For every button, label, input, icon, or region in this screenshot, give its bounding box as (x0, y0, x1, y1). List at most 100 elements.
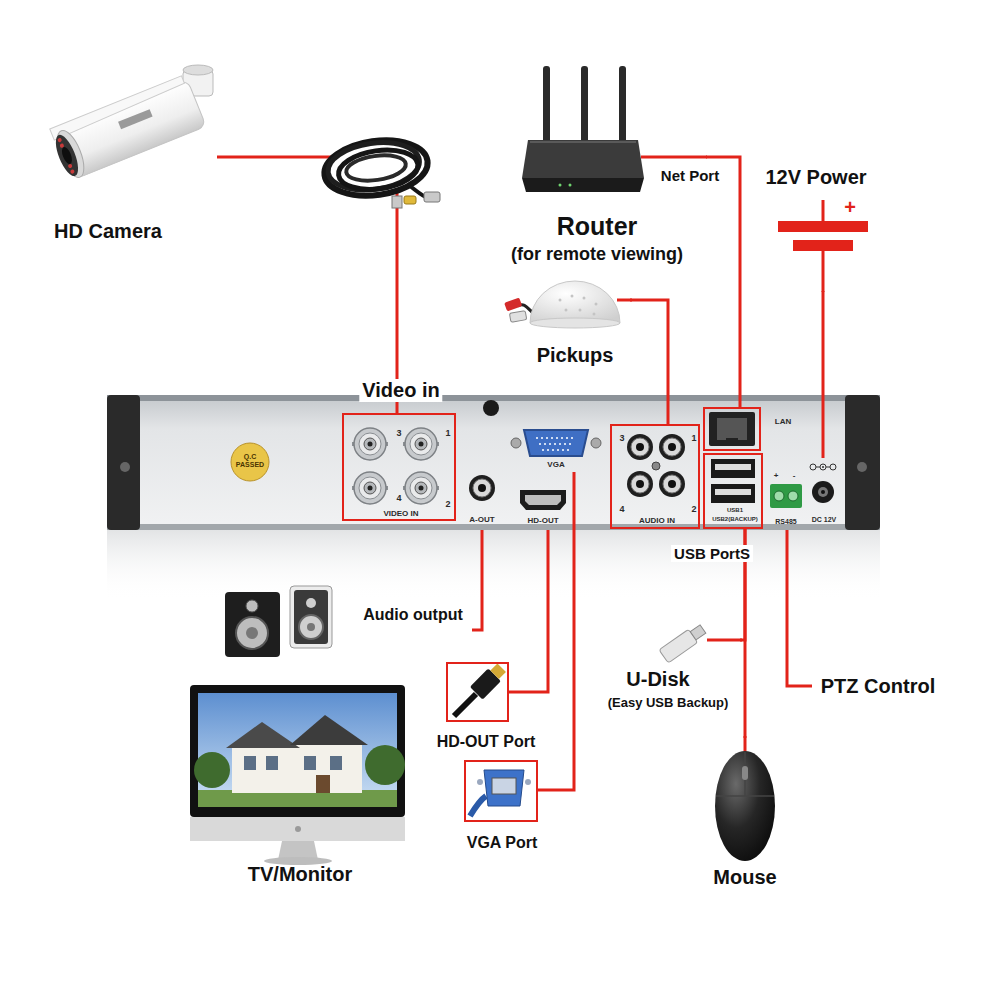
cable-line (630, 300, 668, 424)
ptz-device: PTZ Control (812, 672, 944, 702)
device-label: Pickups (537, 344, 614, 367)
dvr-back-panel (107, 395, 880, 600)
port-label: A-OUT (469, 515, 494, 524)
camera-illustration (60, 146, 74, 166)
camera-illustration (118, 109, 153, 129)
cable-line (472, 530, 482, 630)
microphone-illustration (617, 299, 632, 302)
vga-connector (524, 430, 588, 456)
bnc-connector (352, 428, 388, 460)
hdmi-plug-illustration (454, 661, 508, 716)
microphone-illustration (595, 303, 598, 306)
router-device: Router(for remote viewing) (490, 60, 706, 265)
terminal-block (770, 484, 802, 508)
bnc-connector (352, 428, 439, 504)
lan-port-group: LAN (703, 407, 761, 451)
hdmi-connector (520, 490, 566, 510)
camera-illustration (70, 169, 75, 174)
channel-number: 2 (691, 504, 696, 514)
channel-number: 3 (619, 433, 624, 443)
dc-jack (821, 490, 825, 494)
monitor-illustration (190, 685, 405, 817)
dc-jack (810, 464, 836, 503)
cable-line (509, 530, 548, 692)
camera-illustration (57, 137, 62, 142)
port-label: VIDEO IN (383, 509, 418, 518)
port-label: LAN (775, 417, 791, 426)
router-illustration (543, 66, 550, 146)
power-symbol (822, 200, 825, 221)
speaker-illustration (290, 586, 332, 648)
camera-illustration (51, 132, 82, 179)
cable-line (706, 157, 740, 407)
group-heading: USB PortS (671, 545, 753, 562)
dvr-panel: Q.C PASSEDVideo in3142VIDEO INA-OUTVGAHD… (107, 395, 880, 530)
power-symbol (793, 240, 853, 251)
router-illustration (569, 184, 572, 187)
video-input-group: Video in3142VIDEO IN (342, 413, 456, 521)
dc-jack (818, 487, 828, 497)
rca-jack (652, 462, 660, 470)
microphone-illustration (509, 311, 526, 323)
monitor-illustration (316, 775, 330, 793)
vga-cable-box: VGA Port (464, 760, 538, 822)
rs485-port: +-RS485 (766, 470, 806, 530)
mouse-illustration (715, 751, 775, 861)
monitor-illustration (232, 745, 362, 793)
camera-illustration (59, 143, 64, 148)
channel-number: 1 (445, 428, 450, 438)
polarity-sign: - (793, 471, 796, 480)
camera-illustration (50, 76, 186, 140)
channel-number: 4 (619, 504, 624, 514)
bnc-connector (403, 472, 439, 504)
device-label: PTZ Control (821, 675, 935, 698)
monitor-illustration (190, 817, 405, 841)
vga-plug-illustration (492, 778, 516, 794)
cable-coil-illustration (404, 196, 416, 204)
cable-coil-illustration (336, 145, 421, 194)
power-symbol (778, 221, 868, 232)
vga-plug-illustration (470, 796, 486, 816)
speaker-illustration (307, 623, 315, 631)
speaker-illustration (225, 592, 280, 657)
camera-illustration (68, 163, 73, 168)
dc-jack (816, 467, 820, 468)
device-label: U-Disk (626, 668, 689, 691)
router-illustration (641, 156, 707, 159)
dvr-back-panel (845, 395, 880, 530)
hdmi-plug-illustration (470, 661, 508, 699)
lan-port (717, 418, 747, 440)
camera-illustration (48, 65, 213, 182)
device-label: Mouse (713, 866, 776, 889)
router-illustration (619, 66, 626, 146)
channel-number: 1 (691, 433, 696, 443)
microphone-illustration (504, 281, 632, 328)
rca-jack (659, 471, 685, 497)
camera-device: HD Camera (45, 62, 217, 247)
port-label: USB1 (727, 507, 743, 514)
dc-jack (830, 464, 836, 470)
device-label: HD Camera (54, 220, 162, 243)
usb-port-group: USB1USB2(BACKUP)USB PortS (703, 453, 763, 529)
cable-coil-illustration (325, 137, 423, 195)
usb-port (711, 459, 755, 478)
device-label: Router (557, 212, 638, 241)
microphone-illustration (530, 281, 620, 323)
power-symbol (822, 251, 825, 292)
microphone-illustration (571, 295, 574, 298)
hdmi-plug-illustration (490, 663, 506, 679)
connector-group (217, 157, 823, 790)
microphone-illustration (559, 299, 562, 302)
rca-jack (469, 475, 495, 501)
microphone-illustration (579, 309, 582, 312)
microphone-illustration (530, 318, 620, 328)
rca-jack (659, 434, 685, 460)
terminal-block (770, 484, 802, 508)
device-label: Audio output (363, 606, 463, 624)
dc-jack (810, 464, 816, 470)
mouse-illustration (744, 736, 747, 752)
monitor-illustration (330, 756, 342, 770)
camera-illustration (52, 127, 89, 181)
usb-disk-device: U-Disk(Easy USB Backup) (596, 618, 740, 718)
usb-port (711, 459, 755, 503)
